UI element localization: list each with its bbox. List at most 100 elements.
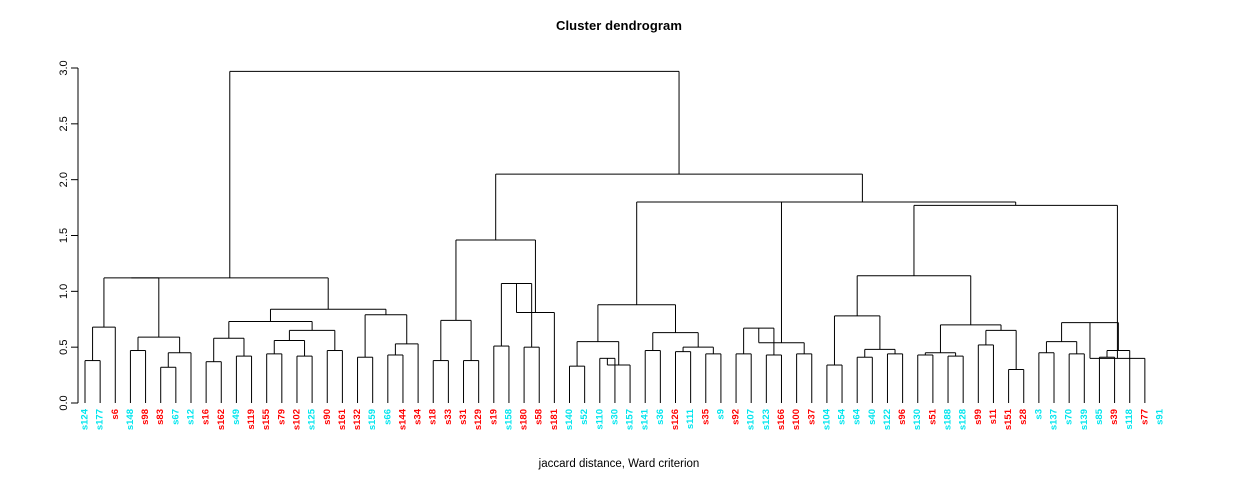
leaf-label: s107: [746, 409, 757, 430]
leaf-label: s125: [307, 408, 318, 430]
leaf-label: s19: [488, 409, 499, 425]
leaf-label: s70: [1064, 409, 1075, 425]
leaf-label: s155: [261, 408, 272, 430]
leaf-label: s85: [1094, 408, 1105, 425]
dendrogram-link: [229, 70, 680, 278]
y-axis-tick-label: 1.5: [58, 228, 70, 243]
leaf-label: s9: [715, 409, 726, 420]
dendrogram-link: [1038, 352, 1055, 403]
leaf-label: s166: [776, 409, 787, 430]
dendrogram-link: [235, 355, 253, 403]
dendrogram-link: [523, 346, 540, 403]
dendrogram-link: [213, 337, 245, 362]
leaf-label: s28: [1018, 409, 1029, 425]
dendrogram-link: [947, 355, 964, 403]
dendrogram-link: [765, 354, 782, 403]
dendrogram-link: [167, 352, 192, 403]
leaf-label: s144: [397, 408, 408, 430]
leaf-label: s119: [246, 409, 257, 430]
dendrogram-link: [939, 324, 1002, 353]
dendrogram-link: [644, 350, 661, 403]
leaf-label: s180: [519, 409, 530, 430]
leaf-label: s66: [382, 409, 393, 425]
dendrogram-link: [266, 353, 283, 403]
dendrogram-link: [652, 332, 699, 351]
leaf-label: s98: [140, 409, 151, 425]
y-axis-tick-label: 2.0: [58, 172, 70, 187]
leaf-label: s118: [1124, 409, 1135, 430]
leaf-label: s16: [201, 409, 212, 425]
dendrogram-link: [364, 314, 408, 358]
leaf-label: s129: [473, 409, 484, 430]
dendrogram-link: [569, 365, 586, 403]
dendrogram-link: [856, 275, 972, 325]
dendrogram-link: [103, 277, 160, 338]
leaf-label: s130: [912, 409, 923, 430]
leaf-label: s99: [973, 409, 984, 425]
leaf-label: s92: [731, 409, 742, 425]
dendrogram-link: [1068, 353, 1085, 403]
leaf-label: s58: [534, 409, 545, 425]
leaf-label: s181: [549, 408, 560, 430]
leaf-label: s54: [837, 408, 848, 425]
leaf-label: s49: [231, 409, 242, 425]
dendrogram-link: [709, 201, 1017, 206]
dendrogram-link: [606, 358, 631, 403]
leaf-label: s111: [685, 408, 696, 429]
leaf-label: s6: [110, 409, 121, 420]
leaf-label: s141: [640, 408, 651, 430]
leaf-label: s124: [80, 408, 91, 430]
dendrogram-link: [463, 360, 480, 403]
leaf-label: s132: [352, 409, 363, 430]
dendrogram-link: [84, 360, 101, 403]
leaf-label: s157: [625, 409, 636, 430]
dendrogram-link: [856, 356, 873, 403]
dendrogram-link: [796, 353, 813, 403]
dendrogram-link: [493, 345, 510, 403]
dendrogram-link: [1045, 341, 1078, 354]
dendrogram-link: [92, 326, 116, 403]
dendrogram-link: [394, 343, 419, 403]
dendrogram-link: [1098, 356, 1116, 403]
dendrogram-link: [495, 173, 863, 240]
leaf-label: s123: [761, 409, 772, 430]
dendrogram-link: [705, 353, 722, 403]
leaf-label: s159: [367, 409, 378, 430]
dendrogram-link: [357, 356, 374, 403]
leaf-label: s12: [185, 409, 196, 425]
leaf-label: s148: [125, 409, 136, 430]
leaf-label: s51: [927, 408, 938, 425]
dendrogram-link: [440, 319, 472, 361]
dendrogram-link: [296, 355, 313, 403]
dendrogram-link: [682, 346, 714, 354]
dendrogram-link: [129, 350, 147, 403]
leaf-label: s140: [564, 409, 575, 430]
leaf-label: s177: [95, 409, 106, 430]
leaf-label: s162: [216, 409, 227, 430]
leaf-label: s64: [852, 408, 863, 425]
leaf-label: s37: [806, 409, 817, 425]
leaf-label: s96: [897, 409, 908, 425]
leaf-label: s126: [670, 409, 681, 430]
dendrogram-link: [864, 348, 896, 358]
leaf-label: s151: [1003, 408, 1014, 430]
dendrogram-link: [326, 350, 343, 403]
dendrogram-link: [387, 354, 404, 403]
dendrogram-link: [826, 364, 843, 403]
dendrogram-link: [985, 329, 1017, 370]
dendrogram-link: [269, 308, 387, 322]
leaf-label: s34: [413, 408, 424, 425]
leaf-label: s104: [821, 408, 832, 430]
leaf-label: s128: [958, 409, 969, 430]
leaf-label: s35: [700, 408, 711, 425]
leaf-label: s83: [155, 409, 166, 425]
dendrogram-link: [886, 353, 904, 403]
leaf-label: s36: [655, 409, 666, 425]
dendrogram-link: [977, 344, 994, 403]
y-axis: 0.00.51.01.52.02.53.0: [58, 60, 79, 411]
leaf-label: s188: [943, 409, 954, 430]
x-axis-caption: jaccard distance, Ward criterion: [538, 458, 700, 470]
leaf-label: s102: [291, 409, 302, 430]
